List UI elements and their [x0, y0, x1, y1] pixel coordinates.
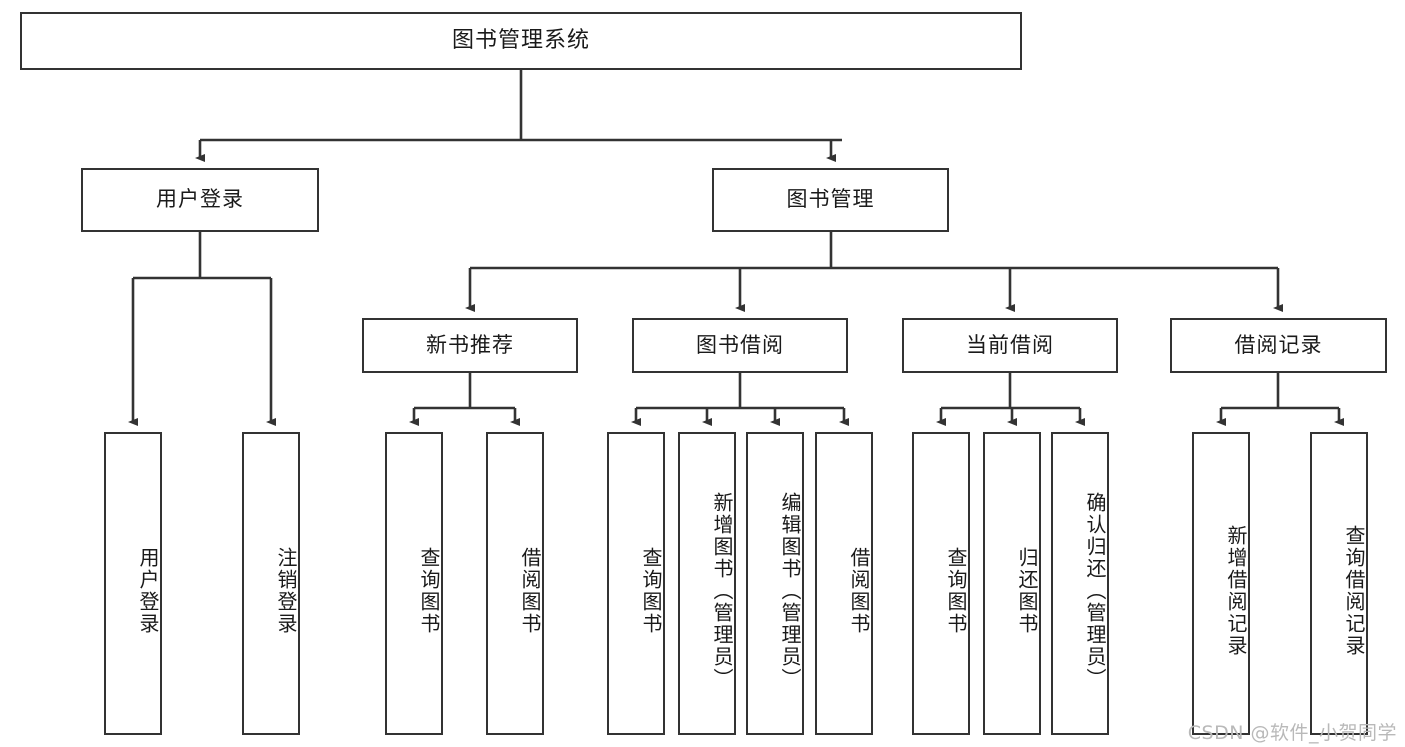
leaf-label: 借阅图书: [518, 546, 542, 635]
node-leaf-query-borrow-record[interactable]: 查询借阅记录: [1310, 432, 1368, 735]
node-leaf-query-book-rec[interactable]: 查询图书: [385, 432, 443, 735]
node-leaf-user-login[interactable]: 用户登录: [104, 432, 162, 735]
leaf-label: 新增借阅记录: [1224, 524, 1248, 657]
node-leaf-confirm-return[interactable]: 确认归还（管理员）: [1051, 432, 1109, 735]
leaf-label: 新增图书（管理员）: [710, 491, 734, 690]
leaf-label: 查询图书: [417, 546, 441, 635]
node-user-login[interactable]: 用户登录: [81, 168, 319, 232]
node-leaf-edit-book[interactable]: 编辑图书（管理员）: [746, 432, 804, 735]
node-leaf-user-logout[interactable]: 注销登录: [242, 432, 300, 735]
leaf-label: 借阅图书: [847, 546, 871, 635]
leaf-label: 查询图书: [639, 546, 663, 635]
node-book-manage[interactable]: 图书管理: [712, 168, 949, 232]
node-root[interactable]: 图书管理系统: [20, 12, 1022, 70]
node-book-borrow[interactable]: 图书借阅: [632, 318, 848, 373]
node-leaf-query-book-borrow[interactable]: 查询图书: [607, 432, 665, 735]
node-leaf-add-borrow-record[interactable]: 新增借阅记录: [1192, 432, 1250, 735]
leaf-label: 查询图书: [944, 546, 968, 635]
leaf-label: 编辑图书（管理员）: [778, 491, 802, 690]
node-leaf-borrow-book[interactable]: 借阅图书: [815, 432, 873, 735]
leaf-label: 确认归还（管理员）: [1083, 491, 1107, 690]
node-new-book-recommend[interactable]: 新书推荐: [362, 318, 578, 373]
node-leaf-query-book-current[interactable]: 查询图书: [912, 432, 970, 735]
node-borrow-record[interactable]: 借阅记录: [1170, 318, 1387, 373]
node-leaf-return-book[interactable]: 归还图书: [983, 432, 1041, 735]
node-leaf-add-book[interactable]: 新增图书（管理员）: [678, 432, 736, 735]
node-current-borrow[interactable]: 当前借阅: [902, 318, 1118, 373]
leaf-label: 归还图书: [1015, 546, 1039, 635]
leaf-label: 用户登录: [136, 546, 160, 635]
csdn-watermark: CSDN @软件_小贺同学: [1187, 722, 1397, 744]
node-leaf-borrow-book-rec[interactable]: 借阅图书: [486, 432, 544, 735]
leaf-label: 查询借阅记录: [1342, 524, 1366, 657]
leaf-label: 注销登录: [274, 546, 298, 635]
